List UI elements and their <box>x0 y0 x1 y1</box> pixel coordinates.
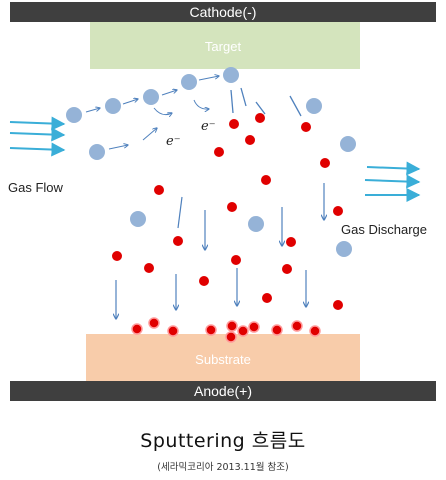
ion-path-arrow <box>193 99 209 109</box>
sputtered-atom <box>282 264 292 274</box>
cathode-bar <box>10 2 436 22</box>
deposition-arrows <box>116 183 324 319</box>
gas-inlet-arrow <box>9 142 66 157</box>
deposited-atom <box>226 320 238 332</box>
sputtered-atom <box>229 119 239 129</box>
target-block <box>90 22 360 69</box>
caption-title: Sputtering 흐름도 <box>140 430 306 452</box>
deposited-atom <box>205 324 217 336</box>
deposited-atom <box>237 325 249 337</box>
gas-outlet-arrow <box>364 174 421 189</box>
gas-flow-label: Gas Flow <box>8 180 64 195</box>
deposited-atom <box>291 320 303 332</box>
anode-label: Anode(+) <box>194 383 252 399</box>
gas-flow-arrows <box>9 116 66 157</box>
impact-lines <box>230 87 302 117</box>
impact-line <box>255 101 266 115</box>
gas-ion <box>181 74 197 90</box>
sputtered-atom <box>231 255 241 265</box>
impact-line <box>230 89 234 114</box>
ion-path-arrows <box>85 76 219 150</box>
gas-ion <box>223 67 239 83</box>
gas-ion <box>89 144 105 160</box>
deposited-atoms <box>131 317 321 343</box>
deposited-atom <box>309 325 321 337</box>
sputtered-atom <box>286 237 296 247</box>
impact-line <box>240 87 247 107</box>
sputtered-atom <box>245 135 255 145</box>
ion-path-arrow <box>122 99 138 105</box>
gas-ion <box>306 98 322 114</box>
gas-discharge-label: Gas Discharge <box>341 222 427 237</box>
impact-line <box>289 95 302 117</box>
ion-path-arrow <box>153 107 172 115</box>
deposited-atom <box>225 331 237 343</box>
sputtered-atom <box>144 263 154 273</box>
sputtered-atom <box>154 185 164 195</box>
sputtered-atom <box>112 251 122 261</box>
sputtered-atom <box>199 276 209 286</box>
substrate-label: Substrate <box>195 352 251 367</box>
gas-outlet-arrow <box>366 161 421 176</box>
sputtered-atom <box>333 206 343 216</box>
cathode-label: Cathode(-) <box>190 4 257 20</box>
deposited-atom <box>167 325 179 337</box>
ion-path-arrow <box>161 90 177 96</box>
caption-source: (세라믹코리아 2013.11월 참조) <box>157 462 289 473</box>
ion-path-arrow <box>85 108 100 113</box>
gas-ion <box>105 98 121 114</box>
gas-ion <box>336 241 352 257</box>
sputtered-atom <box>255 113 265 123</box>
target-label: Target <box>205 39 242 54</box>
ion-path-arrow <box>198 76 219 81</box>
anode-bar <box>10 381 436 401</box>
gas-ion <box>66 107 82 123</box>
sputtered-atom <box>262 293 272 303</box>
gas-ion <box>143 89 159 105</box>
deposition-arrow <box>177 196 183 229</box>
gas-discharge-arrows <box>364 161 421 202</box>
gas-ion <box>130 211 146 227</box>
electron-label: e⁻ <box>166 134 181 149</box>
sputtered-atom <box>320 158 330 168</box>
deposited-atom <box>131 323 143 335</box>
deposited-atom <box>271 324 283 336</box>
sputtered-atom <box>173 236 183 246</box>
sputtered-atom <box>333 300 343 310</box>
electron-label: e⁻ <box>201 119 216 134</box>
sputtered-atom <box>261 175 271 185</box>
deposited-atom <box>148 317 160 329</box>
ion-path-arrow <box>142 128 157 141</box>
substrate-block <box>86 334 360 381</box>
sputtered-atoms <box>112 113 343 310</box>
sputtered-atom <box>214 147 224 157</box>
gas-inlet-arrow <box>9 127 66 142</box>
sputtered-atom <box>227 202 237 212</box>
gas-inlet-arrow <box>9 116 66 131</box>
gas-ions <box>66 67 356 257</box>
gas-ion <box>340 136 356 152</box>
gas-ion <box>248 216 264 232</box>
ion-path-arrow <box>108 145 128 150</box>
deposited-atom <box>248 321 260 333</box>
sputtered-atom <box>301 122 311 132</box>
